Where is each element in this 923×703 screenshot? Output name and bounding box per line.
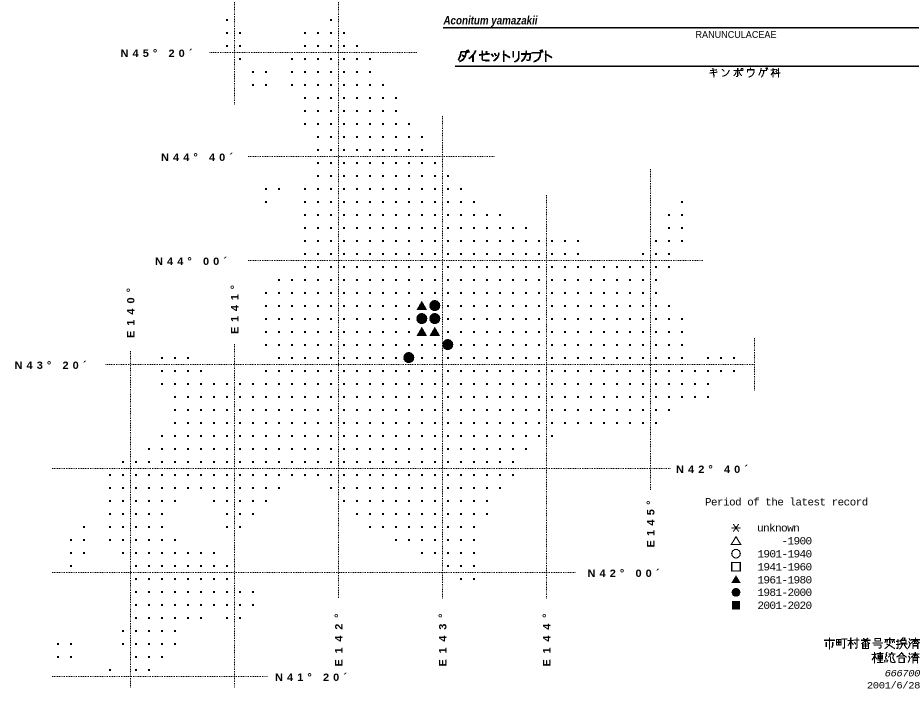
svg-text:E140°: E140° xyxy=(126,288,138,338)
svg-text:E143°: E143° xyxy=(438,614,450,667)
svg-text:1901-1940: 1901-1940 xyxy=(757,550,812,562)
svg-text:2001/6/28: 2001/6/28 xyxy=(867,681,920,693)
svg-text:Aconitum yamazakii: Aconitum yamazakii xyxy=(443,14,538,28)
svg-text:-1900: -1900 xyxy=(781,537,812,549)
svg-text:1941-1960: 1941-1960 xyxy=(757,562,812,574)
svg-text:1981-2000: 1981-2000 xyxy=(757,588,812,600)
svg-text:unknown: unknown xyxy=(757,524,799,536)
svg-text:666700: 666700 xyxy=(885,669,921,681)
svg-text:E145°: E145° xyxy=(646,501,658,548)
svg-text:Period of the latest record: Period of the latest record xyxy=(705,497,868,509)
svg-text:RANUNCULACEAE: RANUNCULACEAE xyxy=(696,30,777,41)
svg-text:E141°: E141° xyxy=(230,285,242,334)
svg-text:E144°: E144° xyxy=(542,614,554,667)
svg-text:1961-1980: 1961-1980 xyxy=(757,575,812,587)
svg-text:E142°: E142° xyxy=(334,614,346,667)
svg-text:2001-2020: 2001-2020 xyxy=(757,601,812,613)
